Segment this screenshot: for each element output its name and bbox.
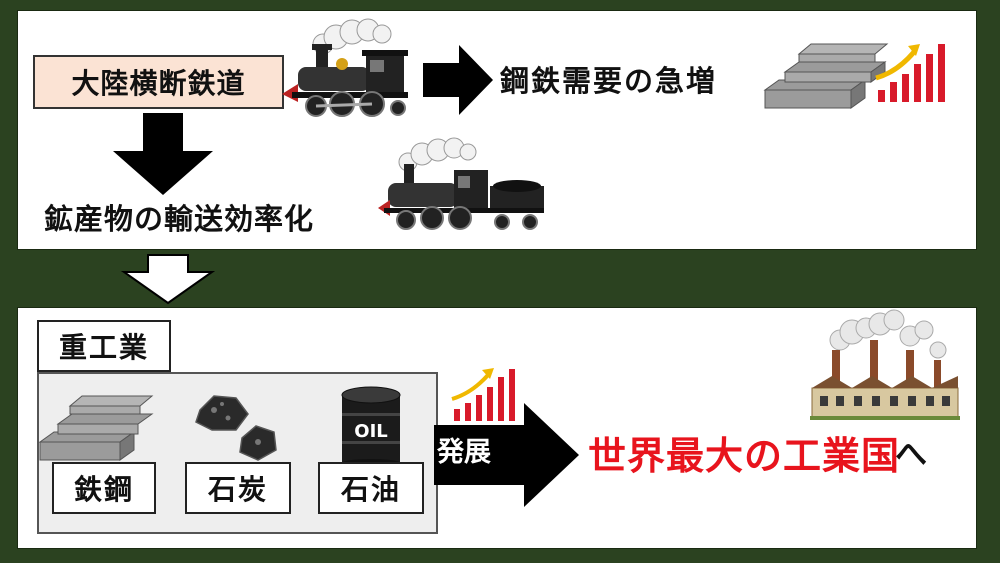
oil-drum-icon: OIL: [341, 386, 401, 467]
mineral-transport-label: 鉱産物の輸送効率化: [44, 202, 315, 236]
right-arrow-icon: [423, 45, 493, 115]
growth-chart-icon: [875, 44, 945, 102]
down-outline-arrow-icon: [120, 254, 216, 305]
develop-arrow-icon: [434, 403, 579, 507]
steam-locomotive-icon: [282, 18, 408, 117]
steel-beams-icon: [763, 43, 889, 109]
item-steel-label: 鉄鋼: [52, 462, 156, 514]
item-oil-label: 石油: [318, 462, 424, 514]
steam-locomotive-icon: [378, 137, 544, 230]
oil-drum-text: OIL: [354, 421, 387, 442]
result-suffix-label: へ: [895, 435, 928, 473]
down-arrow-icon: [113, 113, 213, 195]
steel-demand-label: 鋼鉄需要の急増: [500, 64, 718, 98]
item-coal-label: 石炭: [185, 462, 291, 514]
develop-label: 発展: [437, 437, 491, 468]
coal-icon: [195, 395, 277, 461]
growth-chart-icon: [451, 368, 515, 421]
result-label: 世界最大の工業国: [588, 434, 901, 478]
heavy-industry-label: 重工業: [37, 320, 171, 372]
steel-beams-icon: [38, 395, 154, 461]
railway-label: 大陸横断鉄道: [33, 55, 284, 109]
factory-icon: [810, 309, 960, 420]
